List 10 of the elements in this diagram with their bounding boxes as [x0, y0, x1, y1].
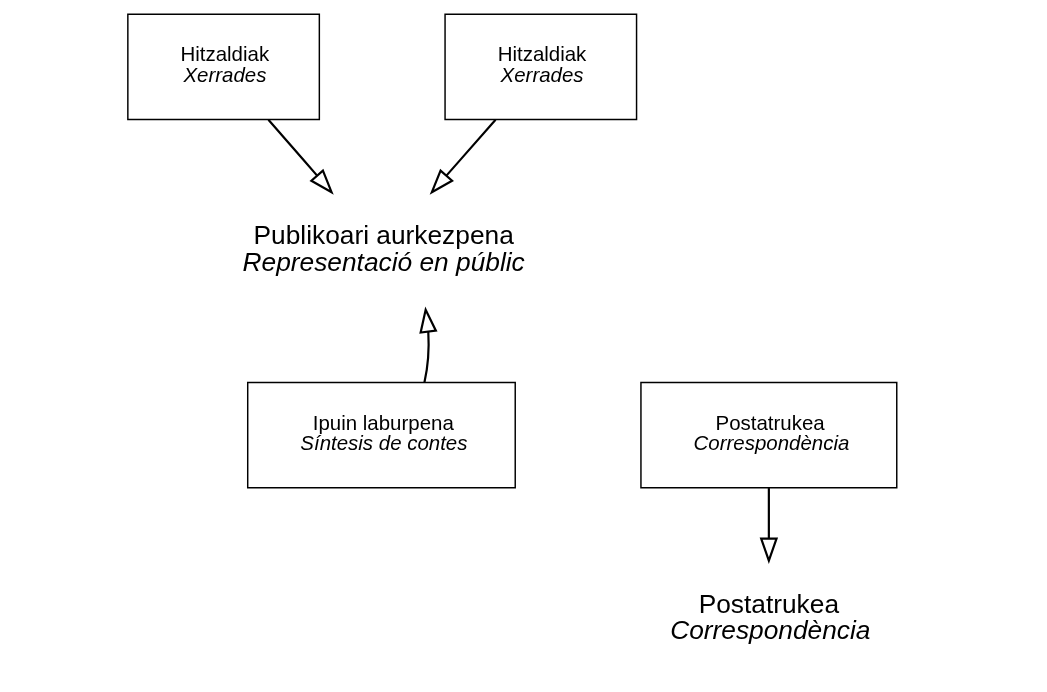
arrow: [418, 306, 438, 383]
node-text: Publikoari aurkezpena Representació en públic: [242, 220, 525, 277]
node-box: Hitzaldiak Xerrades: [126, 13, 320, 121]
arrow: [267, 119, 334, 195]
node-box: Postatrukea Correspondència: [639, 381, 897, 489]
arrow: [429, 119, 496, 195]
node-box: Hitzaldiak Xerrades: [443, 13, 637, 121]
arrow: [759, 488, 778, 564]
node-box: Ipuin laburpena Síntesis de contes: [246, 381, 516, 489]
node-text: Postatrukea Correspondència: [669, 588, 870, 645]
